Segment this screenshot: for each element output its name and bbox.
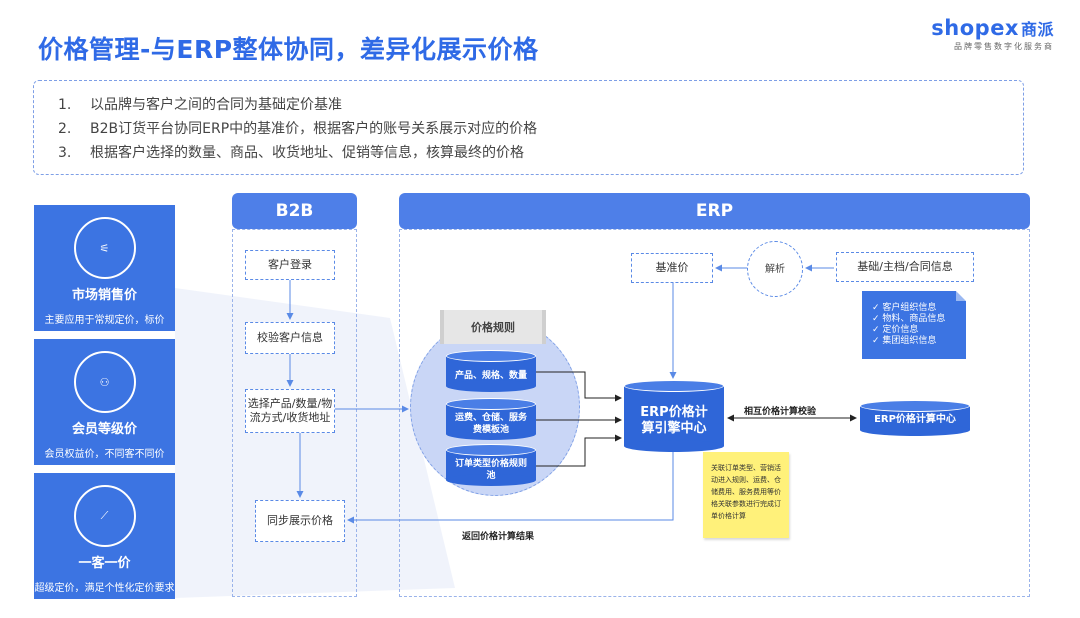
intro-item: 1.以品牌与客户之间的合同为基础定价基准 [58, 97, 342, 113]
card-member-price: ⚇ 会员等级价 会员权益价，不同客不同价 [34, 339, 175, 465]
logo-wordmark: shopex [931, 16, 1019, 40]
pool-freight: 运费、仓储、服务费模板池 [446, 398, 536, 440]
intro-item: 2.B2B订货平台协同ERP中的基准价，根据客户的账号关系展示对应的价格 [58, 121, 538, 137]
b2b-lane [232, 229, 357, 597]
erp-price-engine: ERP价格计算引擎中心 [624, 380, 724, 452]
card-title: 市场销售价 [71, 288, 137, 303]
master-data-node: 基础/主档/合同信息 [836, 252, 974, 282]
master-data-doc: ✓ 客户组织信息 ✓ 物料、商品信息 ✓ 定价信息 ✓ 集团组织信息 [862, 291, 966, 359]
base-price-node: 基准价 [631, 253, 713, 283]
card-desc: 主要应用于常规定价，标价 [44, 315, 165, 326]
erp-price-center: ERP价格计算中心 [860, 400, 970, 436]
logo-tagline: 品牌零售数字化服务商 [954, 42, 1054, 51]
erp-lane [399, 229, 1030, 597]
doc-item: ✓ 物料、商品信息 [872, 314, 946, 324]
doc-item: ✓ 客户组织信息 [872, 303, 937, 313]
card-desc: 会员权益价，不同客不同价 [44, 449, 165, 460]
card-icon-ring: ⚟ [73, 217, 136, 279]
members-icon: ⚇ [99, 375, 110, 389]
cross-check-label: 相互价格计算校验 [744, 407, 817, 417]
card-desc: 超级定价，满足个性化定价要求 [34, 583, 175, 594]
pool-order-type: 订单类型价格规则池 [446, 444, 536, 486]
card-icon-ring: ⚇ [73, 351, 136, 413]
card-market-price: ⚟ 市场销售价 主要应用于常规定价，标价 [34, 205, 175, 331]
card-title: 会员等级价 [71, 422, 137, 437]
erp-header: ERP [399, 193, 1030, 229]
parse-node: 解析 [747, 241, 803, 297]
page-title: 价格管理-与ERP整体协同，差异化展示价格 [38, 35, 539, 64]
doc-item: ✓ 集团组织信息 [872, 336, 937, 346]
b2b-header: B2B [232, 193, 357, 229]
step-select-product: 选择产品/数量/物流方式/收货地址 [245, 389, 335, 433]
sliders-icon: ⚟ [99, 241, 110, 255]
price-rule-tag: 价格规则 [440, 310, 546, 344]
funnel-projection [175, 288, 455, 598]
pool-product: 产品、规格、数量 [446, 350, 536, 392]
return-result-label: 返回价格计算结果 [462, 532, 535, 542]
card-title: 一客一价 [78, 556, 131, 571]
intro-box: 1.以品牌与客户之间的合同为基础定价基准 2.B2B订货平台协同ERP中的基准价… [33, 80, 1024, 175]
step-sync-price: 同步展示价格 [255, 500, 345, 542]
step-customer-login: 客户登录 [245, 250, 335, 280]
doc-fold-icon [956, 291, 966, 301]
step-verify-customer: 校验客户信息 [245, 322, 335, 354]
intro-item: 3.根据客户选择的数量、商品、收货地址、促销等信息，核算最终的价格 [58, 145, 524, 161]
sticky-note: 关联订单类型、营销活动进入规则、运费、仓储费用、服务费用等价格关联参数进行完成订… [703, 452, 789, 538]
trend-icon: ⟋ [100, 509, 109, 522]
card-icon-ring: ⟋ [73, 485, 136, 547]
card-one-price: ⟋ 一客一价 超级定价，满足个性化定价要求 [34, 473, 175, 599]
logo-cn: 商派 [1020, 20, 1054, 39]
doc-item: ✓ 定价信息 [872, 325, 919, 335]
